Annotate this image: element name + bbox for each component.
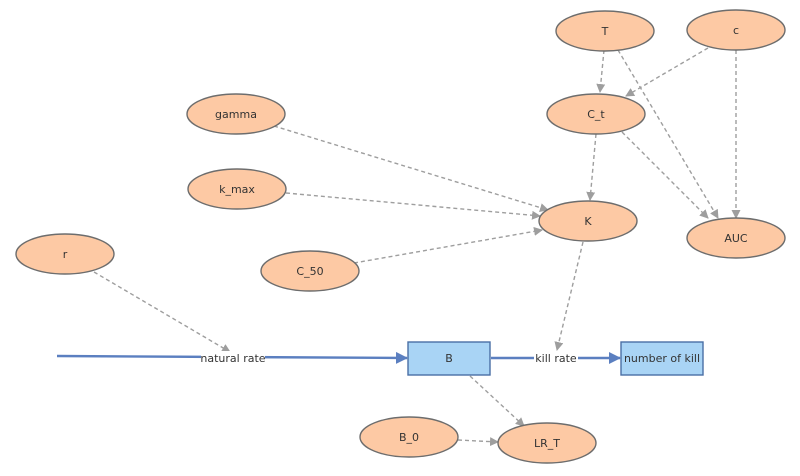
natural-rate-label-bg xyxy=(201,351,265,365)
node-K[interactable]: K xyxy=(538,200,638,242)
node-LR_T[interactable]: LR_T xyxy=(497,422,597,464)
node-number-of-kill-shape xyxy=(620,341,704,376)
link-T-to-C_t xyxy=(596,49,606,93)
node-C_t[interactable]: C_t xyxy=(546,93,646,135)
node-c-shape xyxy=(686,9,786,51)
node-gamma[interactable]: gamma xyxy=(186,93,286,135)
link-c-to-C_t xyxy=(625,47,709,97)
node-C_t-shape xyxy=(546,93,646,135)
node-C_50[interactable]: C_50 xyxy=(260,250,360,292)
link-r-to-natural-rate xyxy=(93,271,231,353)
node-B-label: B xyxy=(445,352,453,365)
node-k_max-shape xyxy=(187,168,287,210)
node-T-label: T xyxy=(601,25,609,38)
link-C_t-to-AUC xyxy=(621,131,709,219)
node-k_max[interactable]: k_max xyxy=(187,168,287,210)
node-LR_T-shape xyxy=(497,422,597,464)
node-C_t-label: C_t xyxy=(587,108,605,121)
node-C_50-shape xyxy=(260,250,360,292)
link-C_50-to-K xyxy=(353,226,543,264)
kill-rate-label-bg xyxy=(534,351,578,365)
node-k_max-label: k_max xyxy=(219,183,255,196)
link-C_t-to-K xyxy=(586,133,597,201)
link-B_0-to-LR_T xyxy=(457,437,499,447)
node-c-label: c xyxy=(733,24,739,37)
link-gamma-to-K xyxy=(273,125,549,212)
node-r-shape xyxy=(15,233,115,275)
node-B_0-shape xyxy=(359,416,459,458)
node-number-of-kill-label: number of kill xyxy=(624,352,700,365)
kill-rate-label: kill rate xyxy=(535,352,577,365)
link-k_max-to-K xyxy=(285,192,541,220)
node-B_0[interactable]: B_0 xyxy=(359,416,459,458)
node-gamma-shape xyxy=(186,93,286,135)
link-B-to-LR_T xyxy=(469,375,525,427)
node-gamma-label: gamma xyxy=(215,108,257,121)
node-LR_T-label: LR_T xyxy=(534,437,560,450)
natural-rate-label: natural rate xyxy=(200,352,265,365)
node-c[interactable]: c xyxy=(686,9,786,51)
dependency-links xyxy=(93,47,741,447)
node-B[interactable]: B xyxy=(407,341,491,376)
node-AUC[interactable]: AUC xyxy=(686,217,786,259)
node-number-of-kill[interactable]: number of kill xyxy=(620,341,704,376)
link-K-to-kill-rate xyxy=(554,241,584,351)
node-B_0-label: B_0 xyxy=(399,431,419,444)
node-r-label: r xyxy=(63,248,68,261)
link-T-to-AUC xyxy=(617,49,719,219)
node-AUC-shape xyxy=(686,217,786,259)
node-AUC-label: AUC xyxy=(724,232,748,245)
node-B-shape xyxy=(407,341,491,376)
node-T[interactable]: T xyxy=(555,10,655,52)
node-r[interactable]: r xyxy=(15,233,115,275)
node-K-shape xyxy=(538,200,638,242)
node-T-shape xyxy=(555,10,655,52)
node-K-label: K xyxy=(584,215,592,228)
node-C_50-label: C_50 xyxy=(296,265,323,278)
flow-labels: natural rate kill rate xyxy=(200,351,578,365)
